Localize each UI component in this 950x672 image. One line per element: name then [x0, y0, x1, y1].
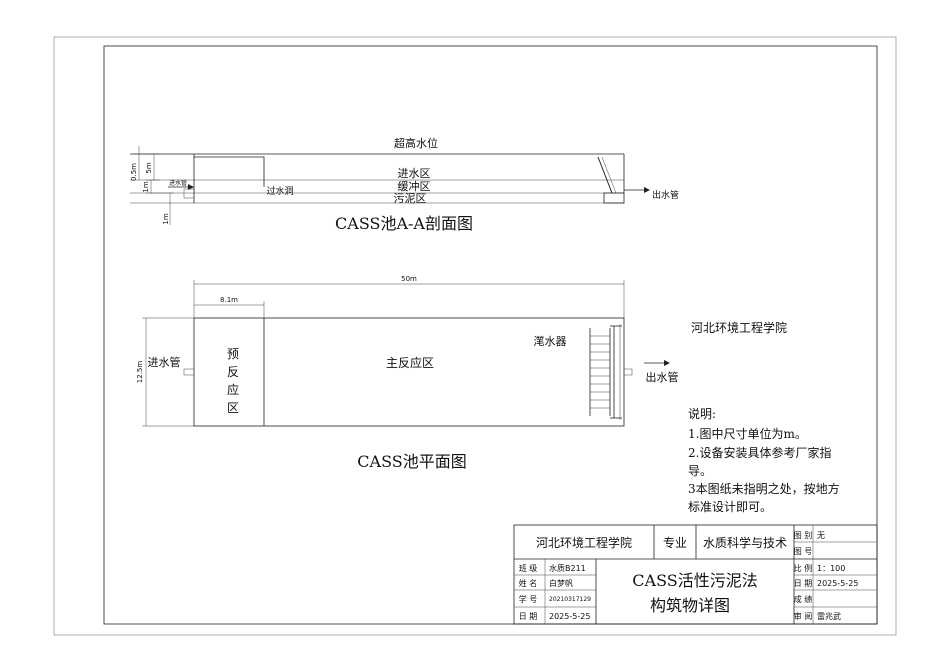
plan-inlet-label: 进水管	[148, 355, 181, 369]
title-block-border	[513, 524, 878, 625]
dim-1m-a-label: 1m	[142, 181, 150, 192]
dim-5m-label: 5m	[145, 162, 153, 173]
title-block: 河北环境工程学院 专业 水质科学与技术 班 级 水质B211 姓 名 白梦帆 学…	[513, 524, 878, 625]
top-water-level-label: 超高水位	[394, 136, 438, 150]
pre-reaction-baffle	[194, 156, 265, 187]
pre-reaction-char-1: 预	[227, 347, 239, 361]
buffer-zone-label: 缓冲区	[398, 179, 431, 193]
notes-line: 2.设备安装具体参考厂家指	[688, 445, 831, 460]
notes-line: 标准设计即可。	[688, 500, 772, 514]
decanter-label: 滗水器	[534, 334, 567, 348]
tb-drawing-title-1: CASS活性污泥法	[632, 571, 757, 590]
tb-left-label: 姓 名	[519, 578, 538, 588]
tb-left-value: 2025-5-25	[549, 612, 590, 621]
tb-school: 河北环境工程学院	[536, 535, 632, 550]
notes-line: 导。	[688, 464, 712, 478]
tb-left-label: 班 级	[519, 563, 538, 573]
tb-left-value: 水质B211	[549, 563, 586, 573]
tb-right-label: 审 阅	[794, 611, 813, 621]
school-label: 河北环境工程学院	[691, 320, 787, 335]
tb-left-value: 20210317129	[549, 596, 591, 603]
tb-right-value: 雷兆武	[817, 611, 841, 621]
tb-right-label: 成 绩	[794, 594, 813, 604]
tb-drawing-title-2: 构筑物详图	[650, 596, 730, 615]
section-outlet-label: 出水管	[652, 189, 679, 201]
tb-right-value: 1：100	[817, 564, 845, 573]
tb-right-label: 日 期	[794, 579, 813, 588]
inlet-arrow-head	[188, 184, 194, 190]
dim-1m-b-label: 1m	[162, 213, 170, 224]
notes-line: 3本图纸未指明之处，按地方	[688, 481, 840, 496]
tb-left-label: 日 期	[519, 612, 538, 621]
dim-50m-label: 50m	[401, 275, 417, 283]
dim-05m-label: 0.5m	[130, 163, 138, 181]
inlet-zone-label: 进水区	[398, 167, 431, 180]
tb-left-value: 白梦帆	[549, 578, 573, 588]
section-title: CASS池A-A剖面图	[335, 214, 473, 233]
decanter-frame	[589, 324, 622, 420]
main-reaction-label: 主反应区	[386, 355, 434, 370]
pre-reaction-char-3: 应	[227, 382, 239, 397]
outlet-box	[603, 192, 625, 204]
tb-major-label: 专业	[663, 535, 687, 550]
pre-reaction-char-4: 区	[227, 401, 239, 415]
plan-view: 50m 8.1m 12.5m 进水管 预 反 应 区 主反应区	[136, 275, 679, 471]
notes-line: 1.图中尺寸单位为m。	[688, 426, 807, 441]
tb-right-value: 无	[817, 531, 825, 540]
plan-outlet-stub	[623, 368, 633, 376]
tb-major-value: 水质科学与技术	[703, 535, 787, 550]
tb-right-label: 图 别	[794, 531, 813, 540]
notes-block: 说明: 1.图中尺寸单位为m。 2.设备安装具体参考厂家指 导。 3本图纸未指明…	[688, 406, 840, 514]
sludge-zone-label: 污泥区	[394, 192, 427, 205]
inner-frame	[103, 45, 878, 625]
section-inlet-label: 进水管	[169, 179, 187, 187]
decanter-arm	[597, 156, 613, 194]
dim-8m-label: 8.1m	[220, 296, 238, 304]
tb-right-value: 2025-5-25	[817, 579, 858, 588]
plan-outlet-arrow-head	[664, 360, 670, 366]
pre-reaction-char-2: 反	[227, 365, 239, 379]
outer-frame	[53, 36, 897, 636]
plan-title: CASS池平面图	[357, 452, 466, 471]
plan-inlet-stub	[183, 368, 195, 376]
dim-125m-label: 12.5m	[136, 361, 144, 384]
tb-right-label: 比 例	[794, 563, 813, 573]
overflow-hole-label: 过水洞	[266, 185, 293, 197]
plan-outlet-label: 出水管	[646, 370, 679, 384]
section-view: 超高水位 进水区 缓冲区 污泥区 过水洞 进水管 出水管 0.5m 5m 1m …	[130, 136, 679, 233]
notes-heading: 说明:	[688, 406, 716, 421]
tb-right-label: 图 号	[794, 547, 813, 556]
decanter-arm-inner	[601, 156, 617, 194]
outlet-arrow-head	[644, 187, 650, 193]
inlet-box	[183, 188, 195, 199]
tb-left-label: 学 号	[519, 594, 538, 604]
